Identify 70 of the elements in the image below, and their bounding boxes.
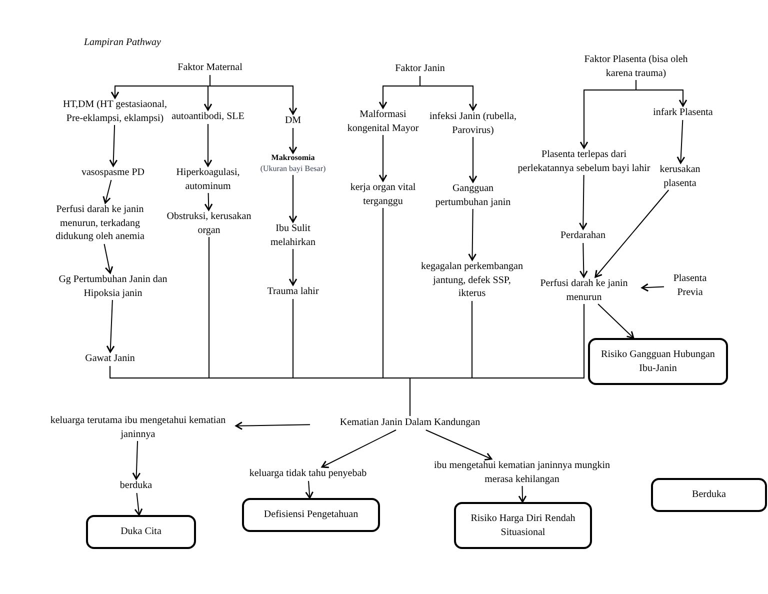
node-text: infark Plasenta	[653, 106, 713, 120]
node-text: Faktor Plasenta (bisa oleh karena trauma)	[583, 53, 689, 80]
node-text: Gg Pertumbuhan Janin dan Hipoksia janin	[58, 273, 168, 300]
node-text: ibu mengetahui kematian janinnya mungkin merasa kehilangan	[432, 459, 612, 486]
arrow	[420, 76, 478, 111]
arrow	[676, 120, 686, 164]
arrow	[598, 304, 634, 339]
diagnosis-box	[588, 338, 728, 385]
arrow	[102, 180, 112, 204]
connector-line	[410, 304, 584, 416]
arrow	[594, 190, 670, 278]
arrow	[104, 244, 114, 274]
arrow	[288, 174, 298, 223]
node-text: Plasenta Previa	[672, 272, 708, 299]
diagnosis-box	[651, 478, 767, 512]
diagnosis-box	[242, 498, 380, 532]
arrow	[641, 283, 664, 292]
page-title: Lampiran Pathway	[84, 36, 161, 50]
node-text: kerja organ vital terganggu	[349, 181, 417, 208]
arrow	[109, 124, 118, 167]
node-note: (Ukuran bayi Besar)	[260, 164, 326, 175]
arrow	[288, 128, 298, 154]
arrow	[106, 300, 115, 353]
node-text: keluarga terutama ibu mengetahui kematian janinnya	[49, 414, 227, 441]
node-text: Perfusi darah ke janin menurun	[539, 277, 629, 304]
arrow	[235, 422, 310, 430]
node-text: infeksi Janin (rubella, Parovirus)	[428, 110, 518, 137]
node-text: Risiko Harga Diri Rendah Situasional	[470, 512, 576, 539]
arrow	[288, 248, 298, 286]
node-text: Faktor Maternal	[178, 61, 242, 74]
arrow	[204, 192, 213, 211]
arrow	[468, 136, 478, 183]
node-text: Berduka	[692, 488, 726, 502]
node-text: vasospasme PD	[81, 166, 145, 180]
node-text: Gangguan pertumbuhan janin	[434, 182, 512, 209]
arrow	[468, 208, 476, 261]
node-text: Defisiensi Pengetahuan	[264, 508, 358, 522]
arrow	[578, 174, 588, 230]
arrow	[321, 430, 396, 468]
node-text: autoantibodi, SLE	[172, 110, 244, 124]
arrow	[378, 134, 388, 182]
node-text: keluarga tidak tahu penyebab	[249, 467, 367, 480]
node-text: Duka Cita	[120, 525, 162, 538]
node-text: Hiperkoagulasi, autominum	[175, 166, 241, 193]
diagnosis-box	[86, 515, 196, 548]
node-text: HT,DM (HT gestasiaonal, Pre-eklampsi, eklampsi)	[62, 98, 168, 125]
node-text: Plasenta terlepas dari perlekatannya sebelum bayi lahir	[516, 148, 652, 175]
node-text: Perfusi darah ke janin menurun, terkadang didukung oleh anemia	[54, 203, 146, 244]
node-text: Risiko Gangguan Hubungan Ibu-Janin	[600, 348, 716, 375]
arrow	[134, 492, 143, 516]
arrow	[210, 74, 298, 115]
node-text: Kematian Janin Dalam Kandungan	[340, 416, 480, 430]
arrow	[305, 480, 314, 499]
diagnosis-box	[454, 502, 592, 549]
arrow	[579, 242, 588, 278]
node-heading: Makrosomia	[271, 153, 315, 164]
node-text: DM	[284, 114, 302, 128]
node-text: kegagalan perkembangan jantung, defek SSP, ikterus	[420, 260, 524, 300]
arrow	[132, 440, 141, 480]
node-text: Perdarahan	[560, 229, 606, 242]
node-text: Gawat Janin	[85, 352, 135, 366]
arrow	[518, 486, 527, 503]
node-text: Malformasi kongenital Mayor	[347, 108, 419, 135]
node-text: Obstruksi, kerusakan organ	[166, 210, 252, 237]
arrow	[204, 124, 212, 167]
node-text: Ibu Sulit melahirkan	[270, 222, 316, 249]
node-text: berduka	[120, 479, 152, 492]
node-text: Trauma lahir	[267, 285, 319, 298]
node-text: Faktor Janin	[395, 62, 445, 76]
arrow	[425, 430, 492, 460]
